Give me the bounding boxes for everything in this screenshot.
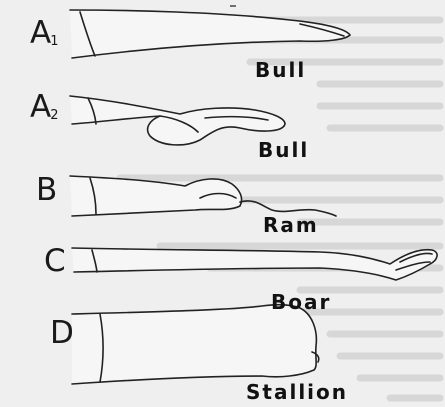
panel-letter-c: C [44,246,65,277]
species-label-a1: Bull [255,60,306,80]
species-label-a2: Bull [258,140,309,160]
species-label-d: Stallion [246,382,348,402]
panel-letter-a1: A1 [30,18,59,49]
species-label-c: Boar [271,292,331,312]
panel-letter-d: D [50,318,73,349]
panel-letter-b: B [36,175,56,206]
panel-letter-a2: A2 [30,92,59,123]
stallion-illustration [72,305,319,384]
species-label-b: Ram [263,215,319,235]
